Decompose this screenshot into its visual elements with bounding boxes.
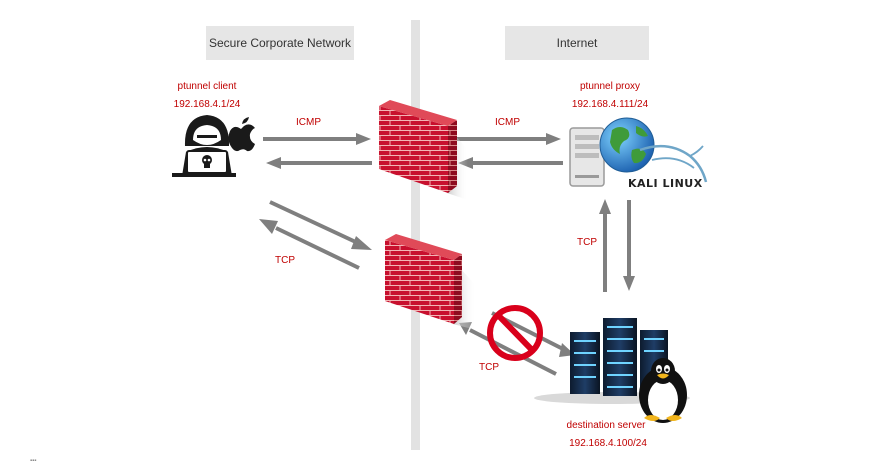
globe-icon [599,117,655,173]
linux-tux-icon [639,358,687,423]
proxy-ip-label: 192.168.4.111/24 [571,99,649,110]
apple-icon [228,117,255,152]
tcp-proxy-server-label: TCP [577,237,597,248]
proxy-server-icon [569,127,605,187]
zone-label-internet: Internet [505,26,649,60]
proxy-name-label: ptunnel proxy [579,81,641,92]
client-name-label: ptunnel client [177,81,237,92]
tcp-client-arrows [259,200,372,270]
firewall-top-icon [379,100,468,200]
icmp-right-arrows [455,133,563,169]
server-name-label: destination server [566,420,646,431]
tcp-blocked-arrows [459,311,575,376]
client-ip-label: 192.168.4.1/24 [173,99,241,110]
hacker-client-icon [172,115,236,177]
tcp-client-label: TCP [275,255,295,266]
corner-mark: ▪▪▪ [30,458,37,464]
blocked-sign-icon [487,305,543,361]
zone-label-secure-corporate-network: Secure Corporate Network [206,26,354,60]
kali-linux-badge: KALI LINUX [628,177,703,190]
kali-dragon-icon [639,144,708,183]
server-ip-label: 192.168.4.100/24 [569,438,647,449]
firewall-bottom-icon [385,234,476,330]
tcp-blocked-label: TCP [479,362,499,373]
icmp-right-label: ICMP [495,117,520,128]
tcp-proxy-server-arrows [599,199,635,292]
icmp-left-label: ICMP [296,117,321,128]
icmp-left-arrows [263,133,372,169]
network-boundary-divider [411,20,420,450]
